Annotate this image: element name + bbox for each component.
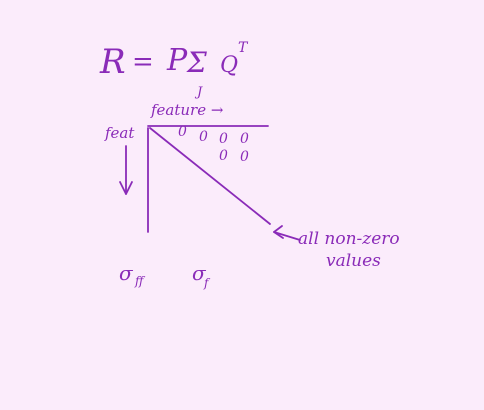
equation-q: Q	[220, 53, 238, 78]
sigma-ff-subscript: ff	[134, 274, 146, 288]
sigma-ff-symbol: σ	[119, 261, 134, 285]
equation: R = P Σ J Q T	[99, 40, 249, 100]
down-arrow-icon	[119, 145, 133, 195]
equation-sigma: Σ	[186, 46, 207, 79]
equation-q-sup: T	[238, 40, 249, 56]
equation-p: P	[166, 43, 188, 78]
annotation-line-2: values	[326, 251, 381, 271]
equation-sigma-sub: J	[194, 85, 203, 100]
sigma-ff-label: σ ff	[119, 261, 146, 288]
equation-equals: =	[132, 47, 154, 77]
zero-entry: 0	[240, 131, 249, 147]
zero-entries: 0 0 0 0 0 0	[178, 124, 249, 165]
zero-entry: 0	[240, 149, 249, 165]
matrix-axes	[147, 125, 271, 233]
sigma-f-label: σ f	[192, 261, 211, 290]
zero-entry: 0	[219, 131, 228, 147]
matrix-left-label: feat	[104, 124, 135, 142]
sigma-f-subscript: f	[203, 276, 211, 290]
sigma-f-symbol: σ	[192, 261, 207, 285]
annotation-line-1: all non-zero	[298, 229, 400, 249]
zero-entry: 0	[178, 124, 187, 140]
annotation-arrow-icon	[273, 225, 301, 241]
equation-r: R	[99, 42, 126, 82]
matrix-top-label: feature →	[150, 101, 224, 119]
zero-entry: 0	[219, 148, 228, 164]
matrix-diagonal	[149, 127, 271, 225]
zero-entry: 0	[199, 129, 208, 145]
